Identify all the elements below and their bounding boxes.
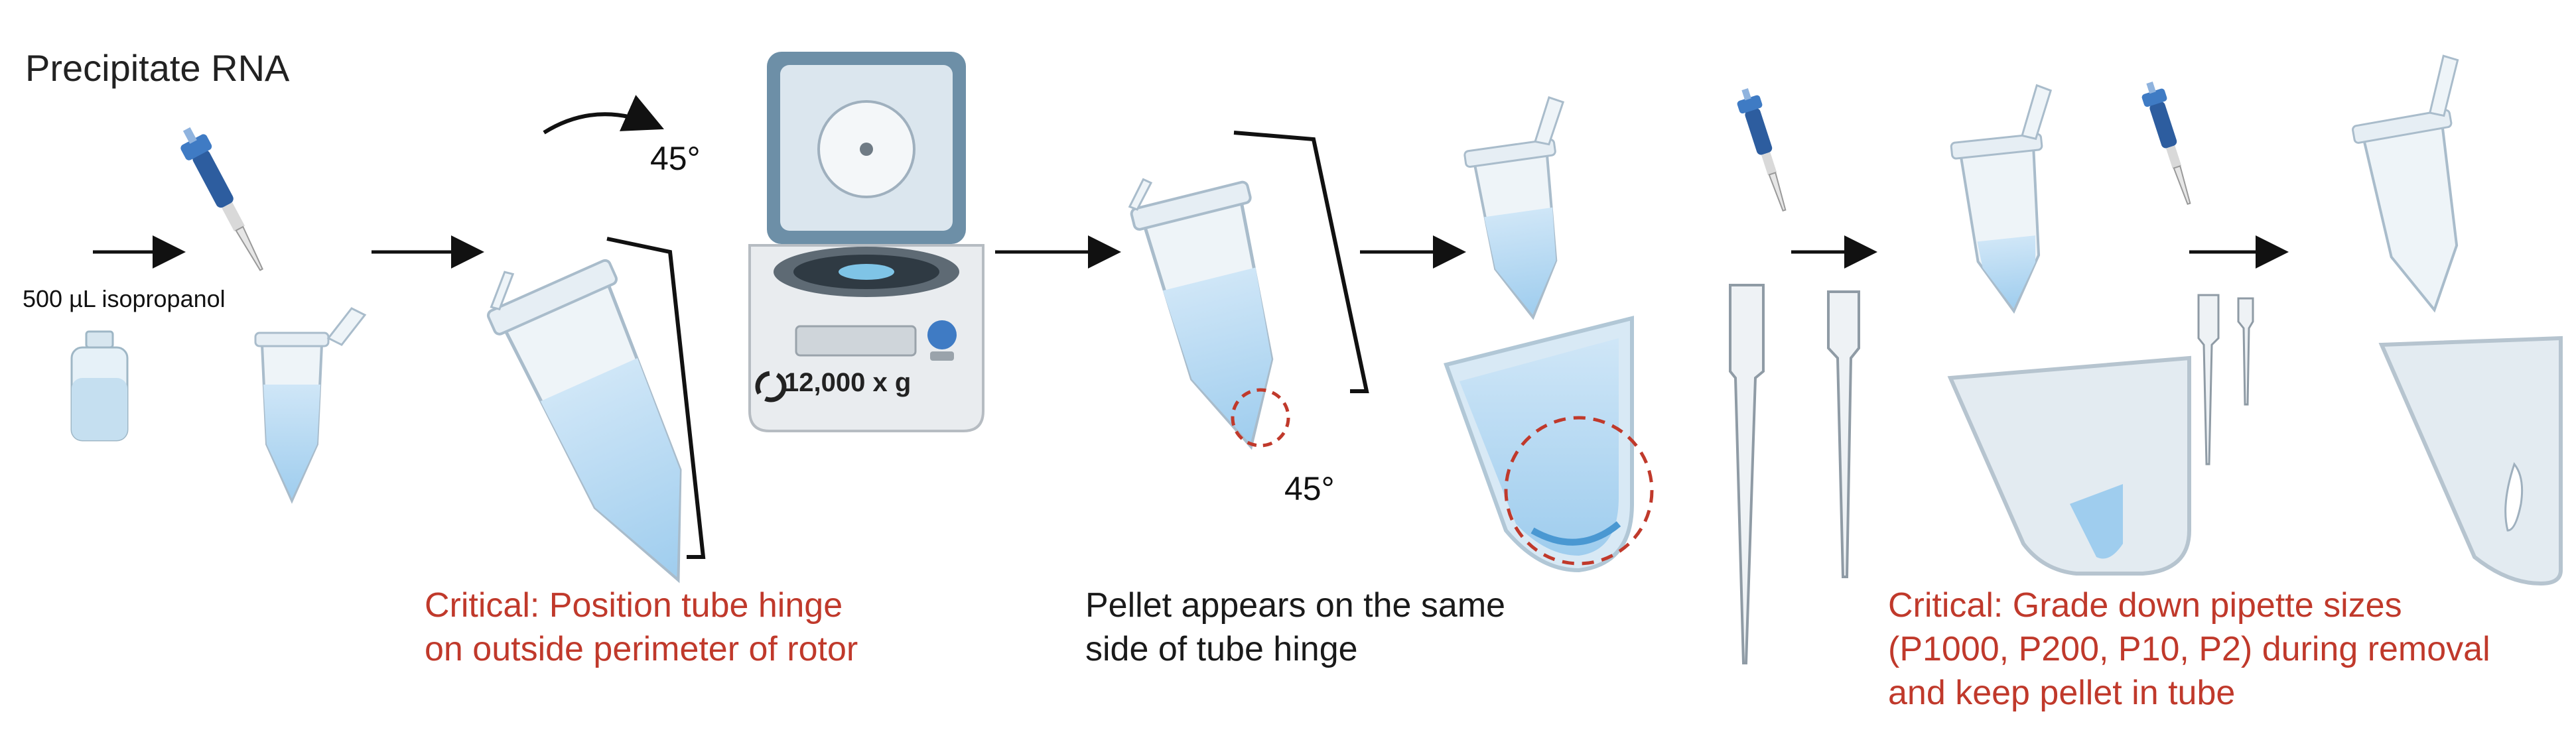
pipette-icon	[1737, 88, 1787, 212]
caption-line: (P1000, P200, P10, P2) during removal	[1888, 630, 2490, 668]
page-title: Precipitate RNA	[25, 47, 290, 89]
critical-pipette-caption: Critical: Grade down pipette sizes (P100…	[1888, 584, 2490, 715]
pipette-tip-icon	[2237, 297, 2254, 406]
tube-zoom-icon	[2378, 336, 2563, 586]
tilt-angle-label: 45°	[1284, 470, 1335, 507]
tube-icon	[1128, 178, 1274, 450]
rotation-arrow	[543, 95, 664, 135]
pipette-icon	[2141, 82, 2191, 206]
pellet-note-caption: Pellet appears on the same side of tube …	[1085, 584, 1505, 671]
pellet-marker	[1231, 388, 1290, 448]
centrifuge-speed-label: 12,000 x g	[784, 368, 912, 397]
pipette-icon	[180, 127, 263, 271]
tube-icon	[1950, 84, 2053, 314]
pipette-tip-icon	[2197, 294, 2220, 465]
tube-zoom-icon	[1444, 316, 1654, 573]
pipette-tip-icon	[1729, 284, 1765, 664]
tube-icon	[486, 259, 682, 584]
centrifuge-icon	[748, 52, 984, 432]
tube-icon	[2352, 54, 2459, 313]
rotation-angle-label: 45°	[650, 140, 701, 177]
caption-line: side of tube hinge	[1085, 630, 1358, 668]
caption-line: Critical: Position tube hinge	[425, 586, 843, 625]
caption-line: and keep pellet in tube	[1888, 674, 2236, 712]
tube-icon	[254, 307, 367, 504]
tilt-bracket	[1233, 131, 1369, 393]
tube-zoom-icon	[1947, 355, 2191, 576]
tube-icon	[1463, 96, 1565, 320]
rotate-icon	[755, 371, 787, 402]
reagent-label: 500 µL isopropanol	[23, 285, 226, 312]
critical-rotor-caption: Critical: Position tube hinge on outside…	[425, 584, 858, 671]
caption-line: Pellet appears on the same	[1085, 586, 1506, 625]
caption-line: Critical: Grade down pipette sizes	[1888, 586, 2402, 625]
caption-line: on outside perimeter of rotor	[425, 630, 858, 668]
pipette-tip-icon	[1827, 290, 1860, 578]
rotor-bracket	[606, 237, 706, 559]
vial-icon	[70, 330, 129, 442]
